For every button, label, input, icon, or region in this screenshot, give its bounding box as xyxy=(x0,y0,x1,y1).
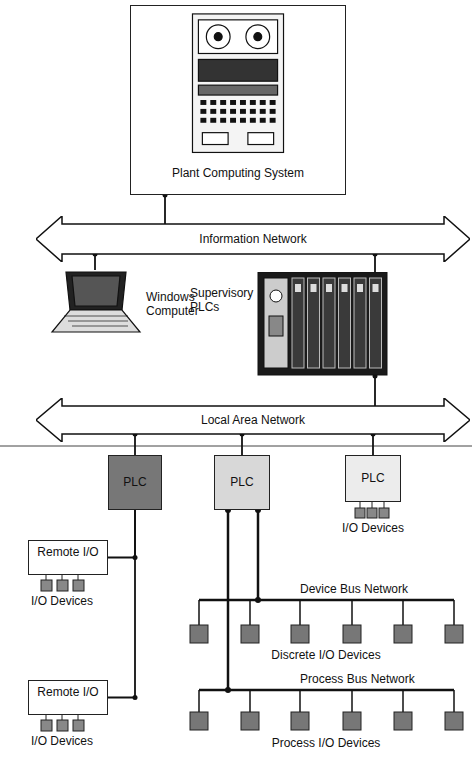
plc-box: PLC xyxy=(108,455,162,510)
network-link xyxy=(108,510,135,558)
node-label: Supervisory PLCs xyxy=(190,286,254,315)
device-label: Process I/O Devices xyxy=(272,736,381,750)
computer-node: Windows Computer xyxy=(48,270,198,338)
remote-io-box: Remote I/O xyxy=(28,540,108,575)
junction-dot xyxy=(133,555,138,560)
node-label: Local Area Network xyxy=(201,413,305,427)
junction-dot xyxy=(133,695,138,700)
io-label: I/O Devices xyxy=(31,734,93,748)
remote-io-box: Remote I/O xyxy=(28,680,108,715)
network-link xyxy=(241,434,243,455)
device-label: Discrete I/O Devices xyxy=(271,648,380,662)
bus-label: Device Bus Network xyxy=(300,582,408,596)
bus-label: Process Bus Network xyxy=(300,672,415,686)
network-link xyxy=(164,195,166,224)
node-label: PLC xyxy=(361,471,384,485)
network-link xyxy=(134,434,136,455)
plc-rack-node: Supervisory PLCs xyxy=(190,272,388,376)
node-label: PLC xyxy=(230,475,253,489)
network-link xyxy=(374,254,376,272)
node-label: Remote I/O xyxy=(37,545,98,559)
node-label: Information Network xyxy=(199,232,306,246)
node-label: Remote I/O xyxy=(37,685,98,699)
shape-outline xyxy=(131,6,345,194)
network-band: Local Area Network xyxy=(36,398,470,442)
network-band: Information Network xyxy=(36,216,470,262)
node-label: Plant Computing System xyxy=(131,166,345,180)
plc-box: PLC xyxy=(214,455,270,510)
network-link xyxy=(372,434,374,455)
network-link xyxy=(108,510,135,698)
network-link xyxy=(374,376,376,406)
computer-system-box: Plant Computing System xyxy=(130,5,346,195)
io-label: I/O Devices xyxy=(342,521,404,535)
node-label: PLC xyxy=(123,475,146,489)
plc-box: PLC xyxy=(345,455,401,502)
io-label: I/O Devices xyxy=(31,594,93,608)
